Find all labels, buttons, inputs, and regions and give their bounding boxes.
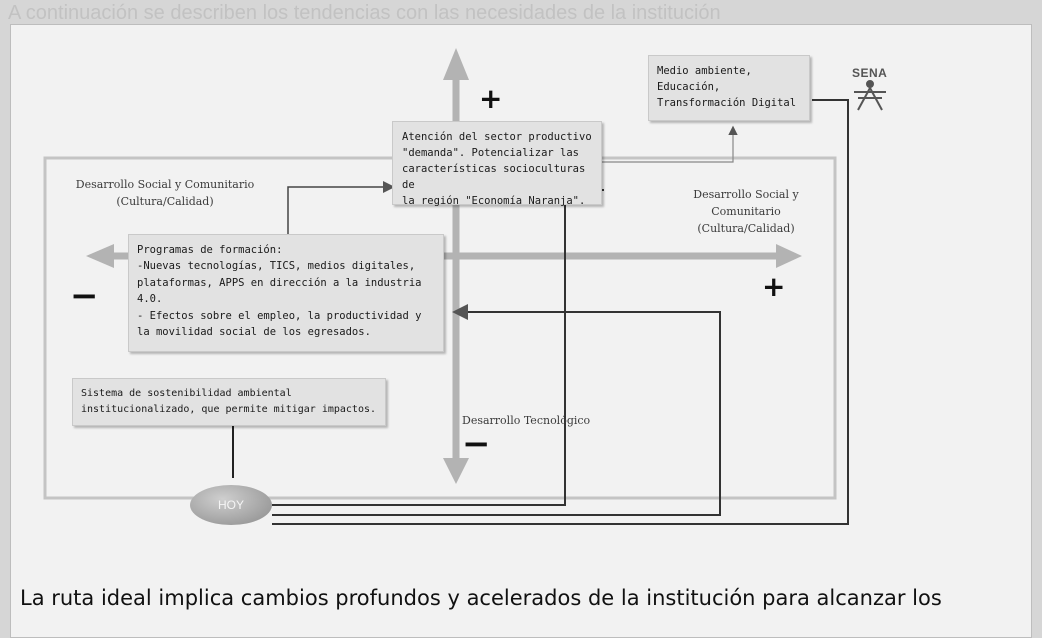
label-left-line-1: Desarrollo Social y Comunitario [75, 178, 255, 191]
connector-hoy-tech [272, 304, 721, 516]
box-atencion-line-1: Atención del sector productivo [402, 131, 592, 143]
sena-logo: SENA [852, 66, 888, 80]
box-programas-line-2: -Nuevas tecnologías, TICS, medios digita… [137, 260, 416, 273]
box-programas-line-4: 4.0. [137, 293, 163, 306]
box-medio-ambiente: Medio ambiente, Educación, Transformació… [648, 55, 810, 121]
label-right-line-2: Comunitario [711, 205, 781, 218]
connector-hoy-medio [272, 99, 849, 525]
box-programas-line-5: - Efectos sobre el empleo, la productivi… [137, 309, 422, 322]
label-desarrollo-social-left: Desarrollo Social y Comunitario (Cultura… [60, 176, 270, 210]
box-programas-formacion: Programas de formación: -Nuevas tecnolog… [128, 234, 444, 352]
box-programas-line-3: plataformas, APPS en dirección a la indu… [137, 276, 422, 289]
box-atencion-line-4: la región "Economía Naranja". [402, 195, 586, 207]
box-atencion-line-3: características socioculturas de [402, 163, 586, 191]
connector-programas-atencion [287, 181, 395, 236]
box-sistema-line-1: Sistema de sostenibilidad ambiental [81, 388, 292, 399]
box-atencion-line-2: "demanda". Potencializar las [402, 147, 580, 159]
sign-minus-bottom: − [462, 424, 491, 464]
axis-arrow-up [443, 48, 469, 80]
axis-arrow-down [443, 458, 469, 484]
hoy-oval: HOY [190, 485, 272, 525]
box-medio-line-3: Transformación Digital [657, 97, 797, 109]
axis-arrow-left [86, 244, 114, 268]
connector-atencion-medio [602, 125, 738, 163]
sign-minus-left: − [70, 276, 99, 316]
caption-text: La ruta ideal implica cambios profundos … [20, 586, 942, 610]
sena-logo-icon [854, 80, 886, 111]
box-medio-line-1: Medio ambiente, [657, 65, 752, 77]
box-programas-line-1: Programas de formación: [137, 244, 283, 256]
axis-arrow-right [776, 244, 802, 268]
label-desarrollo-tecnologico: Desarrollo Tecnológico [462, 414, 591, 427]
box-atencion-sector: Atención del sector productivo "demanda"… [392, 121, 602, 207]
label-right-line-1: Desarrollo Social y [693, 188, 799, 201]
box-medio-line-2: Educación, [657, 81, 721, 93]
label-left-line-2: (Cultura/Calidad) [116, 195, 214, 208]
label-desarrollo-social-right: Desarrollo Social y Comunitario (Cultura… [676, 186, 816, 237]
sign-plus-top: + [479, 82, 503, 115]
sign-plus-right: + [762, 270, 786, 303]
box-sistema-sostenibilidad: Sistema de sostenibilidad ambiental inst… [72, 378, 386, 426]
label-right-line-3: (Cultura/Calidad) [697, 222, 795, 235]
background-heading-text: A continuación se describen los tendenci… [8, 2, 721, 24]
box-sistema-line-2: institucionalizado, que permite mitigar … [81, 404, 377, 415]
box-programas-line-6: la movilidad social de los egresados. [137, 326, 371, 339]
